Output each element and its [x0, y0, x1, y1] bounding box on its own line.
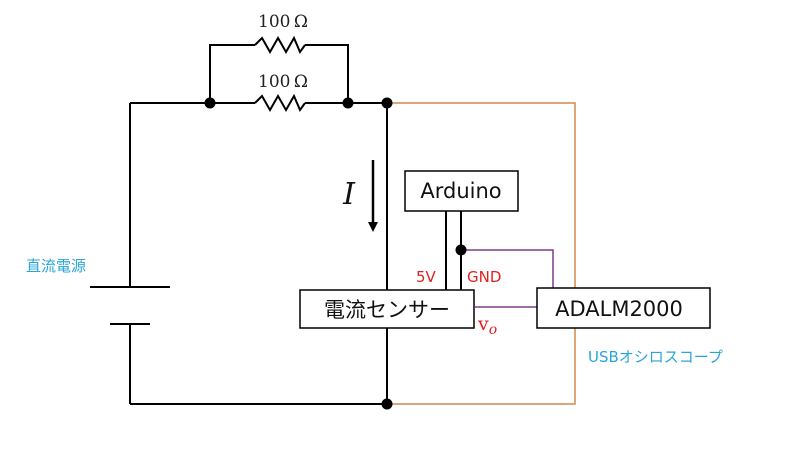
arduino-box [404, 170, 519, 212]
oscilloscope-caption: USBオシロスコープ [588, 348, 723, 366]
power-supply-label: 直流電源 [26, 257, 86, 275]
current-sensor-box [299, 289, 475, 329]
resistor-lower [254, 93, 306, 113]
junction-dot [381, 398, 393, 410]
resistor-upper [254, 35, 306, 55]
output-voltage-label: vo [477, 313, 497, 338]
upper-branch-left-wire [209, 44, 255, 103]
output-voltage-subscript: o [489, 322, 497, 338]
adalm2000-label: ADALM2000 [555, 297, 683, 321]
oscilloscope-probe-wire [387, 102, 576, 405]
junction-dot [455, 244, 467, 256]
gnd-to-oscilloscope-wire [461, 249, 554, 288]
5v-pin-label: 5V [416, 268, 437, 286]
gnd-pin-label: GND [467, 268, 501, 286]
junction-dot [204, 97, 216, 109]
resistor-upper-label: 100 Ω [258, 12, 308, 32]
output-voltage-symbol: v [477, 313, 489, 335]
arduino-label: Arduino [420, 179, 501, 203]
current-sensor-label: 電流センサー [324, 298, 450, 322]
current-arrow-head [368, 222, 378, 232]
upper-branch-right-wire [305, 44, 349, 103]
current-symbol: I [342, 177, 356, 212]
junction-dot [381, 97, 393, 109]
adalm2000-box [536, 287, 711, 329]
resistor-lower-label: 100 Ω [258, 72, 308, 92]
junction-dot [342, 97, 354, 109]
